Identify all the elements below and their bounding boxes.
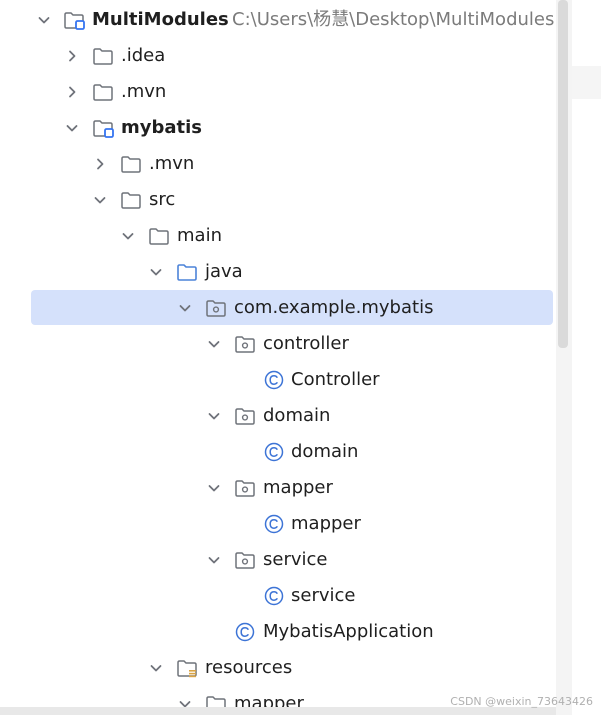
tree-row-root[interactable]: MultiModules C:\Users\杨慧\Desktop\MultiMo… [0,2,556,38]
tree-item-label: domain [263,405,331,426]
tree-row-controller-package[interactable]: controller [0,326,556,362]
tree-item-label: java [205,261,243,282]
tree-item-label: src [149,189,176,210]
class-icon [263,514,285,534]
tree-item-label: domain [291,441,359,462]
chevron-down-icon[interactable] [178,697,192,711]
tree-row-service-package[interactable]: service [0,542,556,578]
chevron-down-icon[interactable] [207,409,221,423]
editor-edge [572,0,601,715]
resources-folder-icon [176,658,198,678]
tree-row-mybatis-module[interactable]: mybatis [0,110,556,146]
class-icon [263,586,285,606]
tree-row-mapper-package[interactable]: mapper [0,470,556,506]
folder-icon [120,190,142,210]
tree-item-label: .mvn [121,81,167,102]
scrollbar-thumb[interactable] [558,0,568,348]
tree-row-src[interactable]: src [0,182,556,218]
class-icon [263,370,285,390]
project-path: C:\Users\杨慧\Desktop\MultiModules [232,9,555,30]
package-folder-icon [234,334,256,354]
tree-row-controller-class[interactable]: Controller [0,362,556,398]
tree-item-label: .mvn [149,153,195,174]
chevron-down-icon[interactable] [149,661,163,675]
tree-item-label: service [291,585,356,606]
horizontal-scrollbar-track[interactable] [0,707,556,715]
tree-item-label: MultiModules [92,9,229,30]
package-folder-icon [234,406,256,426]
tree-item-label: com.example.mybatis [234,297,434,318]
source-folder-icon [176,262,198,282]
tree-item-label: mapper [263,477,333,498]
tree-row-java[interactable]: java [0,254,556,290]
tree-row-mapper-class[interactable]: mapper [0,506,556,542]
chevron-down-icon[interactable] [207,481,221,495]
chevron-down-icon[interactable] [178,301,192,315]
tree-item-label: resources [205,657,293,678]
chevron-down-icon[interactable] [207,337,221,351]
tree-row-mvn[interactable]: .mvn [0,74,556,110]
tree-row-domain-class[interactable]: domain [0,434,556,470]
editor-line-highlight [572,66,601,99]
tree-item-label: mybatis [121,117,203,138]
chevron-down-icon[interactable] [65,121,79,135]
module-folder-icon [63,10,85,30]
tree-row-idea[interactable]: .idea [0,38,556,74]
folder-icon [92,82,114,102]
chevron-right-icon[interactable] [65,49,79,63]
tree-item-label: mapper [291,513,361,534]
chevron-right-icon[interactable] [65,85,79,99]
selected-row-highlight [31,290,553,325]
chevron-down-icon[interactable] [93,193,107,207]
tree-item-label: controller [263,333,349,354]
package-folder-icon [234,478,256,498]
class-icon [263,442,285,462]
tree-row-mybatis-application[interactable]: MybatisApplication [0,614,556,650]
class-icon [234,622,256,642]
watermark-text: CSDN @weixin_73643426 [450,695,593,708]
package-folder-icon [205,298,227,318]
chevron-down-icon[interactable] [149,265,163,279]
tree-item-label: Controller [291,369,380,390]
tree-row-service-class[interactable]: service [0,578,556,614]
folder-icon [120,154,142,174]
tree-item-label: .idea [121,45,166,66]
chevron-right-icon[interactable] [93,157,107,171]
folder-icon [148,226,170,246]
tree-row-domain-package[interactable]: domain [0,398,556,434]
tree-item-label: service [263,549,328,570]
package-folder-icon [234,550,256,570]
chevron-down-icon[interactable] [37,13,51,27]
tree-row-resources[interactable]: resources [0,650,556,686]
vertical-scrollbar[interactable] [556,0,572,715]
tree-row-mybatis-mvn[interactable]: .mvn [0,146,556,182]
folder-icon [92,46,114,66]
chevron-down-icon[interactable] [207,553,221,567]
module-folder-icon [92,118,114,138]
chevron-down-icon[interactable] [121,229,135,243]
tree-item-label: MybatisApplication [263,621,434,642]
tree-item-label: main [177,225,222,246]
tree-row-main[interactable]: main [0,218,556,254]
tree-row-com-example-mybatis[interactable]: com.example.mybatis [0,290,556,326]
project-tree-panel: MultiModules C:\Users\杨慧\Desktop\MultiMo… [0,2,556,715]
